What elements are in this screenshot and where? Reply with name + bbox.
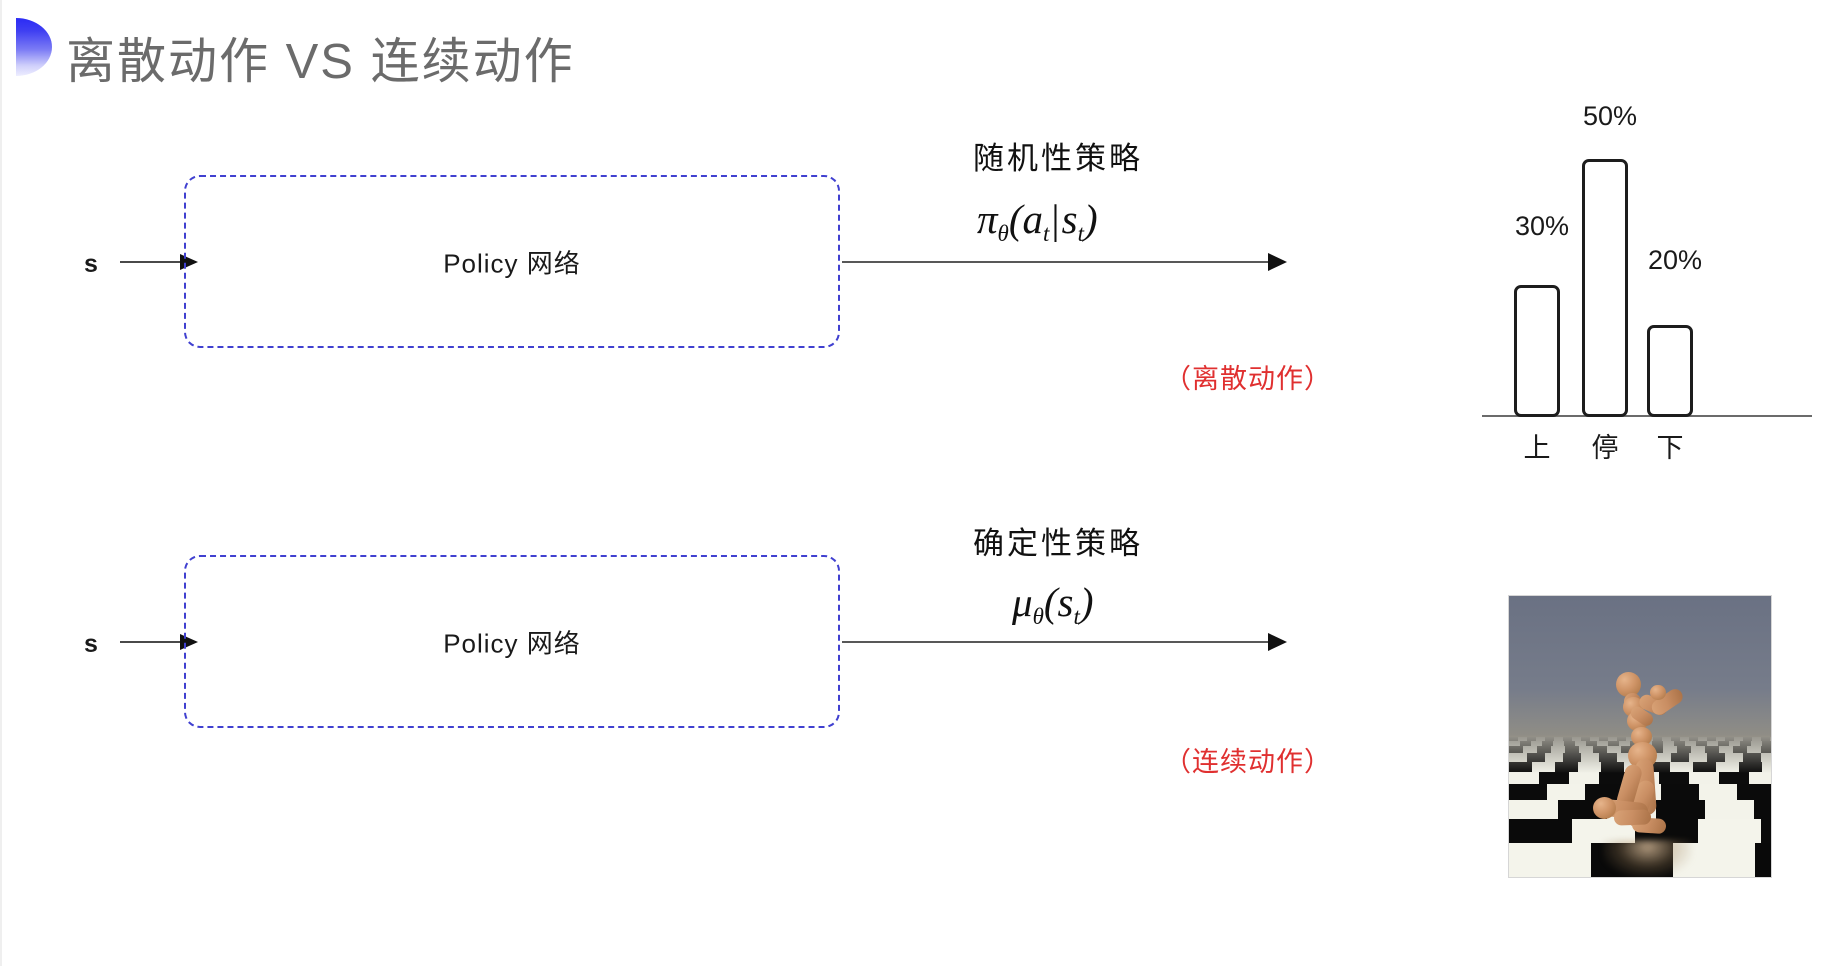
humanoid-figure <box>1509 596 1771 877</box>
policy-type-name-continuous: 确定性策略 <box>973 526 1143 561</box>
humanoid-foot-back <box>1613 808 1651 826</box>
bar-category-label: 下 <box>1656 433 1684 463</box>
policy-network-label-continuous: Policy 网络 <box>443 628 581 658</box>
page-title: 离散动作 VS 连续动作 <box>66 35 575 89</box>
formula-symbol: π <box>977 196 998 242</box>
formula-open-paren: ( <box>1008 196 1023 242</box>
policy-type-name-discrete: 随机性策略 <box>973 141 1143 176</box>
humanoid-simulation-image <box>1509 596 1771 877</box>
humanoid-head <box>1616 671 1642 698</box>
arrow-right-icon <box>842 253 1287 271</box>
bar-category-label: 停 <box>1591 433 1619 463</box>
bar-value-label: 30% <box>1514 211 1570 241</box>
formula-close-paren: ) <box>1079 579 1094 625</box>
formula-arg2-subscript: t <box>1077 220 1084 246</box>
bar-rect <box>1582 159 1628 417</box>
bar-value-label: 20% <box>1647 245 1703 275</box>
policy-formula-continuous: μθ(st) <box>1012 578 1094 629</box>
formula-arg1: a <box>1022 196 1043 242</box>
bar-category-label: 上 <box>1523 433 1551 463</box>
formula-symbol: μ <box>1012 579 1033 625</box>
action-type-note-discrete: （离散动作） <box>1164 364 1332 394</box>
half-circle-bullet-icon <box>16 18 52 76</box>
floor-reflection <box>1603 840 1693 877</box>
formula-arg1: s <box>1057 579 1074 625</box>
humanoid-abdomen <box>1630 726 1652 747</box>
formula-separator: | <box>1051 196 1060 242</box>
action-type-note-continuous: （连续动作） <box>1164 747 1332 777</box>
policy-network-box-continuous[interactable]: Policy 网络 <box>184 555 840 728</box>
policy-network-label-discrete: Policy 网络 <box>443 248 581 278</box>
action-probability-bar-chart: 30% 上 50% 停 20% 下 <box>1482 95 1812 475</box>
bar-rect <box>1647 325 1693 417</box>
policy-formula-discrete: πθ(at|st) <box>977 195 1098 246</box>
bar-rect <box>1514 285 1560 417</box>
policy-network-box-discrete[interactable]: Policy 网络 <box>184 175 840 348</box>
humanoid-knee-back <box>1592 796 1617 820</box>
arrow-right-icon <box>842 633 1287 651</box>
input-state-label-continuous: s <box>84 630 98 658</box>
formula-arg2: s <box>1061 196 1078 242</box>
formula-open-paren: ( <box>1043 579 1058 625</box>
formula-arg1-subscript: t <box>1042 220 1050 246</box>
formula-close-paren: ) <box>1083 196 1098 242</box>
formula-symbol-subscript: θ <box>1032 603 1044 629</box>
input-state-label-discrete: s <box>84 250 98 278</box>
chart-baseline-axis <box>1482 415 1812 417</box>
humanoid-hand <box>1650 684 1667 700</box>
formula-arg1-subscript: t <box>1073 603 1080 629</box>
formula-symbol-subscript: θ <box>997 220 1009 246</box>
bar-value-label: 50% <box>1582 101 1638 131</box>
